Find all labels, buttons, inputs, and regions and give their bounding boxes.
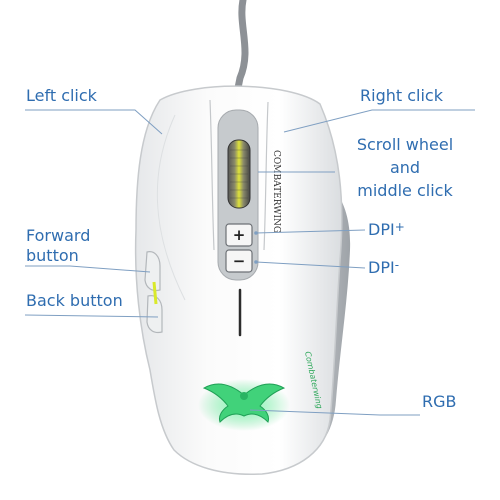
label-back-button-text: Back button [26, 291, 123, 310]
leader-forward [25, 265, 151, 273]
brand-text: COMBATERWING [271, 150, 281, 233]
label-dpi-plus-sign: + [394, 220, 405, 234]
label-left-click-text: Left click [26, 86, 97, 105]
label-forward-line1: Forward [26, 226, 91, 245]
label-back-button: Back button [26, 291, 123, 311]
label-dpi-plus-text: DPI [368, 220, 395, 239]
left-button-contour [156, 114, 186, 301]
label-right-click-text: Right click [360, 86, 443, 105]
label-dpi-minus-text: DPI [368, 258, 395, 277]
leader-right-click [283, 109, 475, 133]
label-scroll-wheel-line3: middle click [357, 181, 453, 200]
label-rgb-text: RGB [422, 392, 457, 411]
label-dpi-minus: DPI- [368, 258, 399, 278]
leader-left-click [25, 109, 163, 135]
dpi-plus-glyph: + [233, 226, 246, 244]
label-scroll-wheel-line2: and [389, 158, 421, 177]
label-scroll-wheel-line1: Scroll wheel [356, 135, 454, 154]
label-scroll-wheel: Scroll wheel and middle click [340, 135, 470, 201]
leader-endpoints [254, 231, 258, 264]
dpi-minus-glyph: − [233, 252, 246, 270]
leader-lines [24, 109, 475, 416]
forward-side-button[interactable] [144, 251, 161, 292]
leader-dpi-minus [255, 261, 366, 269]
label-left-click: Left click [26, 86, 97, 106]
label-rgb: RGB [422, 392, 457, 412]
dpi-minus-button[interactable] [225, 249, 253, 273]
rgb-logo-icon [202, 383, 286, 423]
label-forward-button: Forward button [26, 226, 90, 266]
leader-dpi-plus [255, 229, 366, 234]
label-dpi-minus-sign: - [394, 258, 400, 272]
label-dpi-plus: DPI+ [368, 220, 405, 240]
leader-rgb [249, 409, 420, 416]
left-button-seam [209, 99, 215, 251]
label-forward-line2: button [26, 246, 79, 265]
leader-back [24, 314, 159, 318]
label-right-click: Right click [360, 86, 443, 106]
rgb-logo-head [240, 392, 248, 400]
mouse-cable [232, 0, 249, 102]
scroll-wheel-ribs [230, 149, 248, 199]
dpi-plus-button[interactable] [225, 223, 253, 247]
side-led-strip [152, 281, 158, 305]
